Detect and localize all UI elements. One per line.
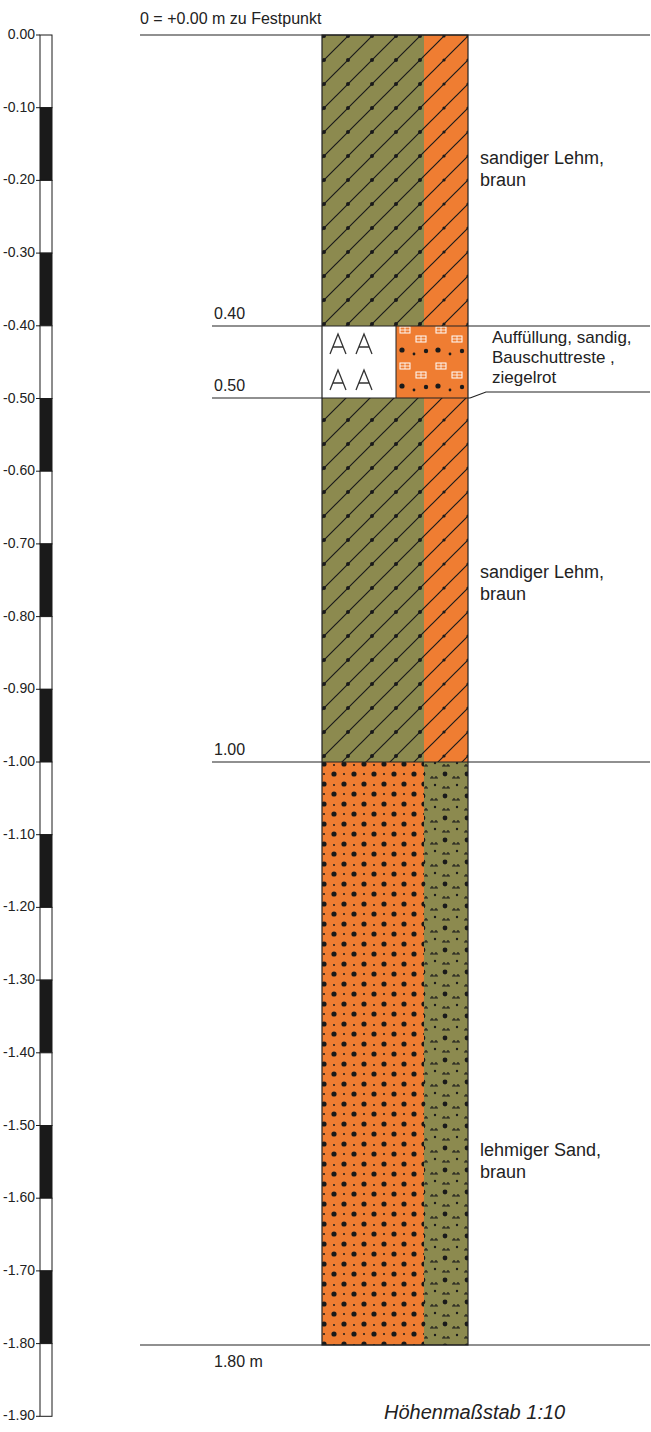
scale-segment: [40, 108, 52, 181]
scale-segment: [40, 980, 52, 1053]
scale-tick: [36, 980, 40, 981]
scale-value: -1.30: [0, 971, 35, 988]
scale-value: -0.90: [0, 680, 35, 697]
layer-fill: [424, 35, 468, 326]
depth-label: 0.50: [214, 376, 245, 395]
scale-value: 0.00: [0, 26, 35, 43]
scale-segment: [40, 253, 52, 326]
scale-tick: [36, 1343, 40, 1344]
scale-value: -1.60: [0, 1189, 35, 1206]
layer-description: sandiger Lehm, braun: [480, 562, 640, 605]
scale-value: -1.80: [0, 1335, 35, 1352]
layer-fill: [322, 398, 424, 762]
scale-segment: [40, 1344, 52, 1417]
scale-value: -1.20: [0, 898, 35, 915]
layer-description: sandiger Lehm, braun: [480, 148, 640, 191]
scale-value: -0.70: [0, 535, 35, 552]
layer-fill: [424, 762, 468, 1345]
scale-value: -1.90: [0, 1407, 35, 1424]
scale-segment: [40, 762, 52, 835]
scale-tick: [36, 471, 40, 472]
scale-segment: [40, 1053, 52, 1126]
layer-description: Auffüllung, sandig, Bauschuttreste , zie…: [492, 328, 642, 388]
scale-tick: [36, 1125, 40, 1126]
scale-tick: [36, 180, 40, 181]
caption: Höhenmaßstab 1:10: [384, 1400, 565, 1424]
layer-fill: [322, 762, 424, 1345]
scale-segment: [40, 471, 52, 544]
scale-tick: [36, 907, 40, 908]
scale-tick: [36, 1052, 40, 1053]
scale-value: -0.40: [0, 317, 35, 334]
scale-value: -1.00: [0, 753, 35, 770]
scale-segment: [40, 326, 52, 399]
scale-tick: [36, 543, 40, 544]
scale-tick: [36, 1198, 40, 1199]
scale-tick: [36, 1416, 40, 1417]
scale-value: -0.20: [0, 171, 35, 188]
scale-tick: [36, 398, 40, 399]
scale-tick: [36, 762, 40, 763]
scale-segment: [40, 180, 52, 253]
scale-tick: [36, 834, 40, 835]
scale-value: -0.60: [0, 462, 35, 479]
depth-label: 1.00: [214, 740, 245, 759]
layer-fill: [322, 326, 396, 398]
boundary-line: [140, 35, 650, 1345]
layer-fill: [396, 326, 468, 398]
scale-value: -1.70: [0, 1262, 35, 1279]
scale-tick: [36, 253, 40, 254]
scale-segment: [40, 1126, 52, 1199]
scale-segment: [40, 544, 52, 617]
scale-value: -1.50: [0, 1117, 35, 1134]
column-outline: [322, 35, 468, 1345]
depth-label: 0.40: [214, 304, 245, 323]
divider: [396, 326, 397, 398]
scale-value: -0.10: [0, 99, 35, 116]
scale-segment: [40, 907, 52, 980]
leader-line: [470, 392, 650, 398]
depth-label: 1.80 m: [214, 1352, 263, 1371]
scale-value: -1.10: [0, 826, 35, 843]
scale-value: -0.80: [0, 608, 35, 625]
scale-segment: [40, 689, 52, 762]
scale-tick: [36, 107, 40, 108]
scale-segment: [40, 617, 52, 690]
layer-fill: [322, 35, 424, 326]
scale-segment: [40, 835, 52, 908]
scale-value: -0.30: [0, 244, 35, 261]
scale-tick: [36, 35, 40, 36]
scale-tick: [36, 616, 40, 617]
scale-value: -1.40: [0, 1044, 35, 1061]
fill-symbol: [330, 334, 372, 390]
scale-tick: [36, 689, 40, 690]
scale-segment: [40, 399, 52, 472]
scale-segment: [40, 1198, 52, 1271]
scale-value: -0.50: [0, 390, 35, 407]
datum-note: 0 = +0.00 m zu Festpunkt: [140, 9, 321, 28]
scale-segment: [40, 1271, 52, 1344]
layer-fill: [424, 398, 468, 762]
scale-segment: [40, 35, 52, 108]
scale-tick: [36, 325, 40, 326]
scale-bar: [36, 35, 52, 1416]
layer-description: lehmiger Sand, braun: [480, 1140, 640, 1183]
scale-tick: [36, 1270, 40, 1271]
